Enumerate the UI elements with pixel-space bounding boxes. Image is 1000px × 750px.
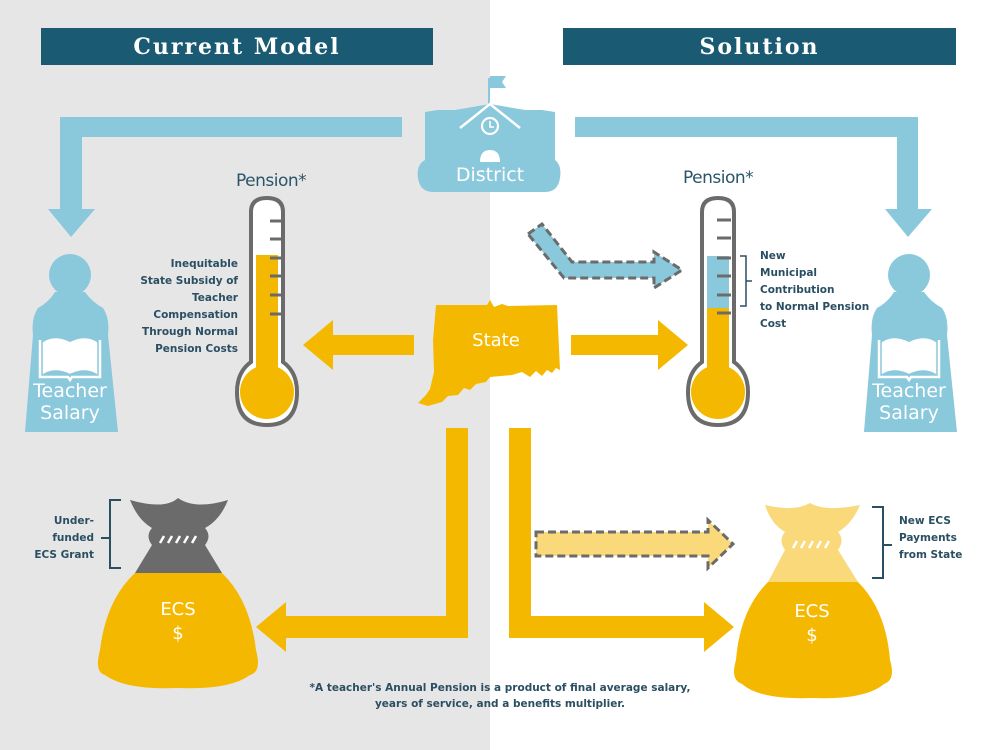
note-line: Teacher: [192, 292, 238, 304]
state-label: State: [472, 330, 520, 351]
ecs-money-bag-solution: [734, 503, 892, 699]
district-to-teacher-arrow-left: [48, 117, 402, 237]
ecs-label: ECS: [794, 601, 830, 622]
current-model-header: Current Model: [41, 28, 433, 65]
note-line: Through Normal: [142, 326, 238, 338]
pension-title-solution: Pension*: [683, 168, 754, 188]
note-line: from State: [899, 549, 963, 561]
footnote-line-1: *A teacher's Annual Pension is a product…: [309, 682, 691, 694]
note-line: to Normal Pension: [760, 301, 870, 313]
pension-thermometer-solution: [685, 195, 752, 428]
state-to-ecs-arrow-left: [256, 428, 468, 652]
teacher-salary-label-solution: Teacher Salary: [861, 380, 957, 424]
note-line: Under-: [53, 515, 94, 527]
footnote: *A teacher's Annual Pension is a product…: [280, 680, 720, 712]
municipal-contribution-dashed-arrow: [525, 221, 685, 291]
ecs-money-bag-current: [97, 498, 258, 689]
salary-label-line: Salary: [879, 402, 939, 424]
dollar-sign: $: [172, 623, 184, 644]
district-to-teacher-arrow-right: [575, 117, 932, 237]
pension-thermometer-current: [234, 195, 300, 428]
ecs-label: ECS: [160, 599, 196, 620]
note-line: ECS Grant: [34, 549, 94, 561]
ecs-bag-label-solution: ECS $: [772, 600, 852, 648]
state-contribution-fill: [707, 308, 729, 370]
salary-label-line: Salary: [40, 402, 100, 424]
note-line: Contribution: [760, 284, 835, 296]
note-line: Compensation: [153, 309, 238, 321]
state-to-pension-arrow-right: [571, 320, 688, 370]
note-line: Pension Costs: [155, 343, 238, 355]
note-line: Municipal: [760, 267, 818, 279]
note-line: New ECS: [899, 515, 951, 527]
teacher-salary-label-current: Teacher Salary: [22, 380, 118, 424]
pension-note-current: Inequitable State Subsidy of Teacher Com…: [110, 256, 238, 358]
ecs-bag-label-current: ECS $: [138, 598, 218, 646]
district-label: District: [455, 164, 525, 186]
pension-title-current: Pension*: [236, 171, 307, 191]
ecs-note-solution: New ECS Payments from State: [899, 513, 989, 564]
footnote-line-2: years of service, and a benefits multipl…: [374, 698, 626, 710]
note-line: funded: [52, 532, 94, 544]
state-to-ecs-arrow-right: [509, 428, 734, 652]
book-icon: [38, 338, 102, 383]
solution-header: Solution: [563, 28, 956, 65]
connecticut-state-shape-icon: [418, 300, 560, 406]
dollar-sign: $: [806, 625, 818, 646]
note-line: Inequitable: [170, 258, 238, 270]
note-line: Payments: [899, 532, 957, 544]
ecs-note-current: Under- funded ECS Grant: [20, 513, 94, 564]
school-building-icon: [417, 76, 561, 192]
new-ecs-bracket: [872, 506, 892, 579]
pension-note-solution: New Municipal Contribution to Normal Pen…: [760, 248, 880, 333]
new-ecs-dashed-arrow: [534, 516, 736, 572]
state-subsidy-fill: [256, 255, 278, 370]
underfunded-bracket: [101, 499, 121, 569]
teacher-label-line: Teacher: [33, 380, 107, 402]
note-line: State Subsidy of: [140, 275, 238, 287]
note-line: Cost: [760, 318, 787, 330]
municipal-contribution-fill: [707, 256, 729, 308]
state-to-pension-arrow-left: [303, 320, 414, 370]
note-line: New: [760, 250, 786, 262]
book-icon: [877, 338, 941, 383]
teacher-label-line: Teacher: [872, 380, 946, 402]
